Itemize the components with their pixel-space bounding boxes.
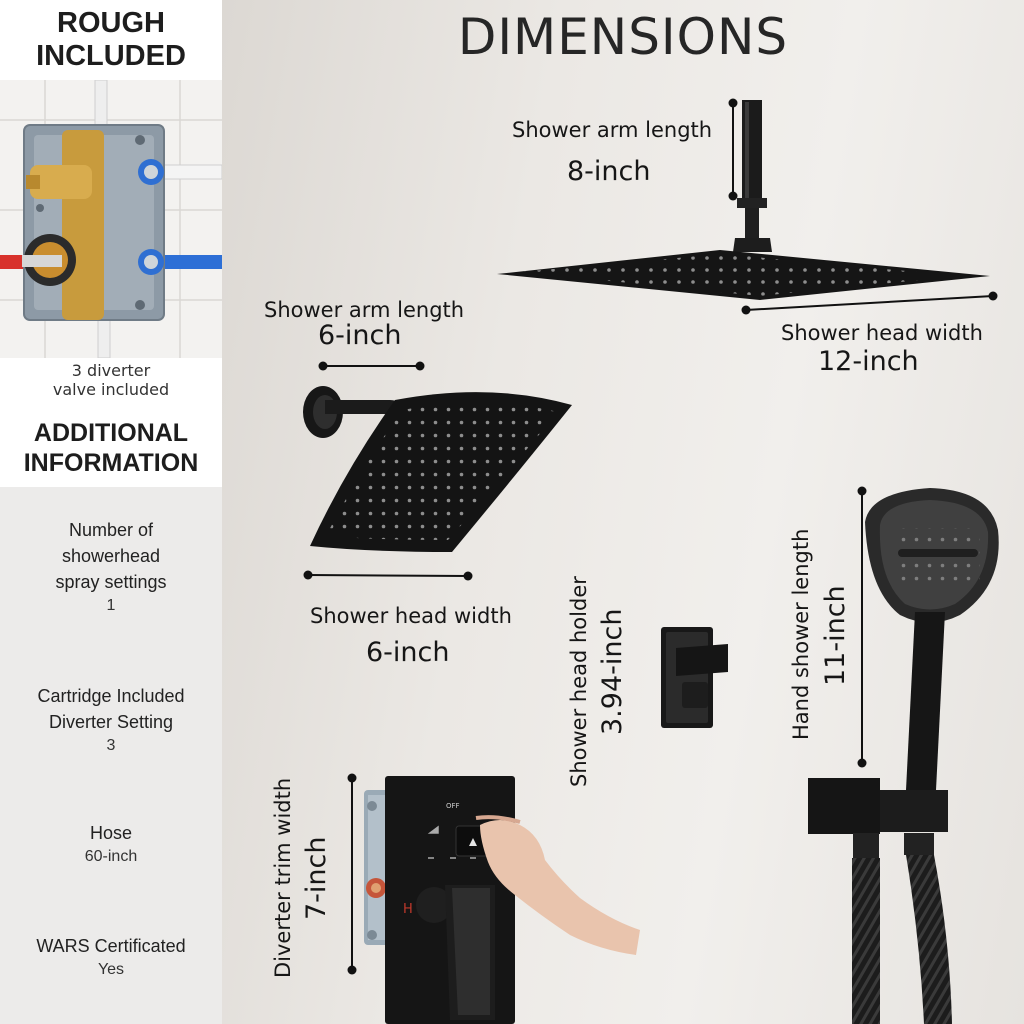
rain-arm-dimension-line bbox=[728, 98, 738, 201]
spec-hose: Hose 60-inch bbox=[0, 820, 222, 868]
arm-label: Shower arm length bbox=[264, 298, 465, 322]
trim-value: 7-inch bbox=[301, 836, 332, 921]
spec-value: 3 bbox=[106, 737, 116, 754]
rain-head-label: Shower head width bbox=[781, 321, 983, 345]
hand-shower-dimension-line bbox=[857, 486, 867, 768]
hand-pointing bbox=[475, 815, 640, 955]
spec-certification: WARS Certificated Yes bbox=[0, 933, 222, 981]
valve-hot-marking: H bbox=[403, 902, 413, 917]
rough-included-heading: ROUGH INCLUDED bbox=[0, 0, 222, 80]
spec-label: WARS Certificated bbox=[36, 936, 186, 956]
holder-value: 3.94-inch bbox=[597, 608, 628, 735]
rain-shower-head bbox=[497, 100, 990, 300]
holder-label: Shower head holder bbox=[567, 576, 591, 787]
spec-label: Hose bbox=[89, 823, 133, 843]
trim-label: Diverter trim width bbox=[271, 777, 295, 978]
spec-spray-settings: Number of showerhead spray settings 1 bbox=[0, 517, 222, 617]
rain-arm-value: 8-inch bbox=[567, 156, 651, 187]
square-shower-head bbox=[303, 386, 572, 552]
head-6in-dimension-line bbox=[303, 570, 473, 581]
arm-6in-dimension-line bbox=[318, 361, 425, 371]
arm-value: 6-inch bbox=[318, 320, 402, 351]
info-sidebar: ROUGH INCLUDED bbox=[0, 0, 222, 1024]
spec-value: 60-inch bbox=[84, 848, 138, 865]
rain-head-value: 12-inch bbox=[818, 346, 919, 377]
rain-arm-label: Shower arm length bbox=[512, 118, 713, 142]
head-label: Shower head width bbox=[310, 604, 512, 628]
spec-value: Yes bbox=[97, 961, 125, 978]
diverter-valve-trim bbox=[364, 776, 515, 1024]
additional-information-heading: ADDITIONAL INFORMATION bbox=[0, 405, 222, 487]
spec-label: Number of showerhead spray settings bbox=[55, 520, 167, 592]
spec-diverter-setting: Cartridge Included Diverter Setting 3 bbox=[0, 683, 222, 757]
shower-head-holder bbox=[661, 627, 728, 728]
rain-head-dimension-line bbox=[741, 291, 998, 315]
hand-shower-label: Hand shower length bbox=[789, 528, 813, 740]
spec-value: 1 bbox=[106, 597, 116, 614]
hand-shower-value: 11-inch bbox=[820, 585, 851, 686]
valve-caption: 3 diverter valve included bbox=[0, 358, 222, 405]
spec-label: Cartridge Included Diverter Setting bbox=[37, 686, 185, 732]
rough-valve-photo bbox=[0, 80, 222, 358]
hand-shower bbox=[808, 488, 999, 1024]
rough-valve-illustration bbox=[0, 80, 222, 358]
head-value: 6-inch bbox=[366, 637, 450, 668]
valve-off-marking: OFF bbox=[446, 802, 460, 810]
trim-dimension-line bbox=[347, 773, 357, 975]
page-title: DIMENSIONS bbox=[457, 8, 789, 66]
